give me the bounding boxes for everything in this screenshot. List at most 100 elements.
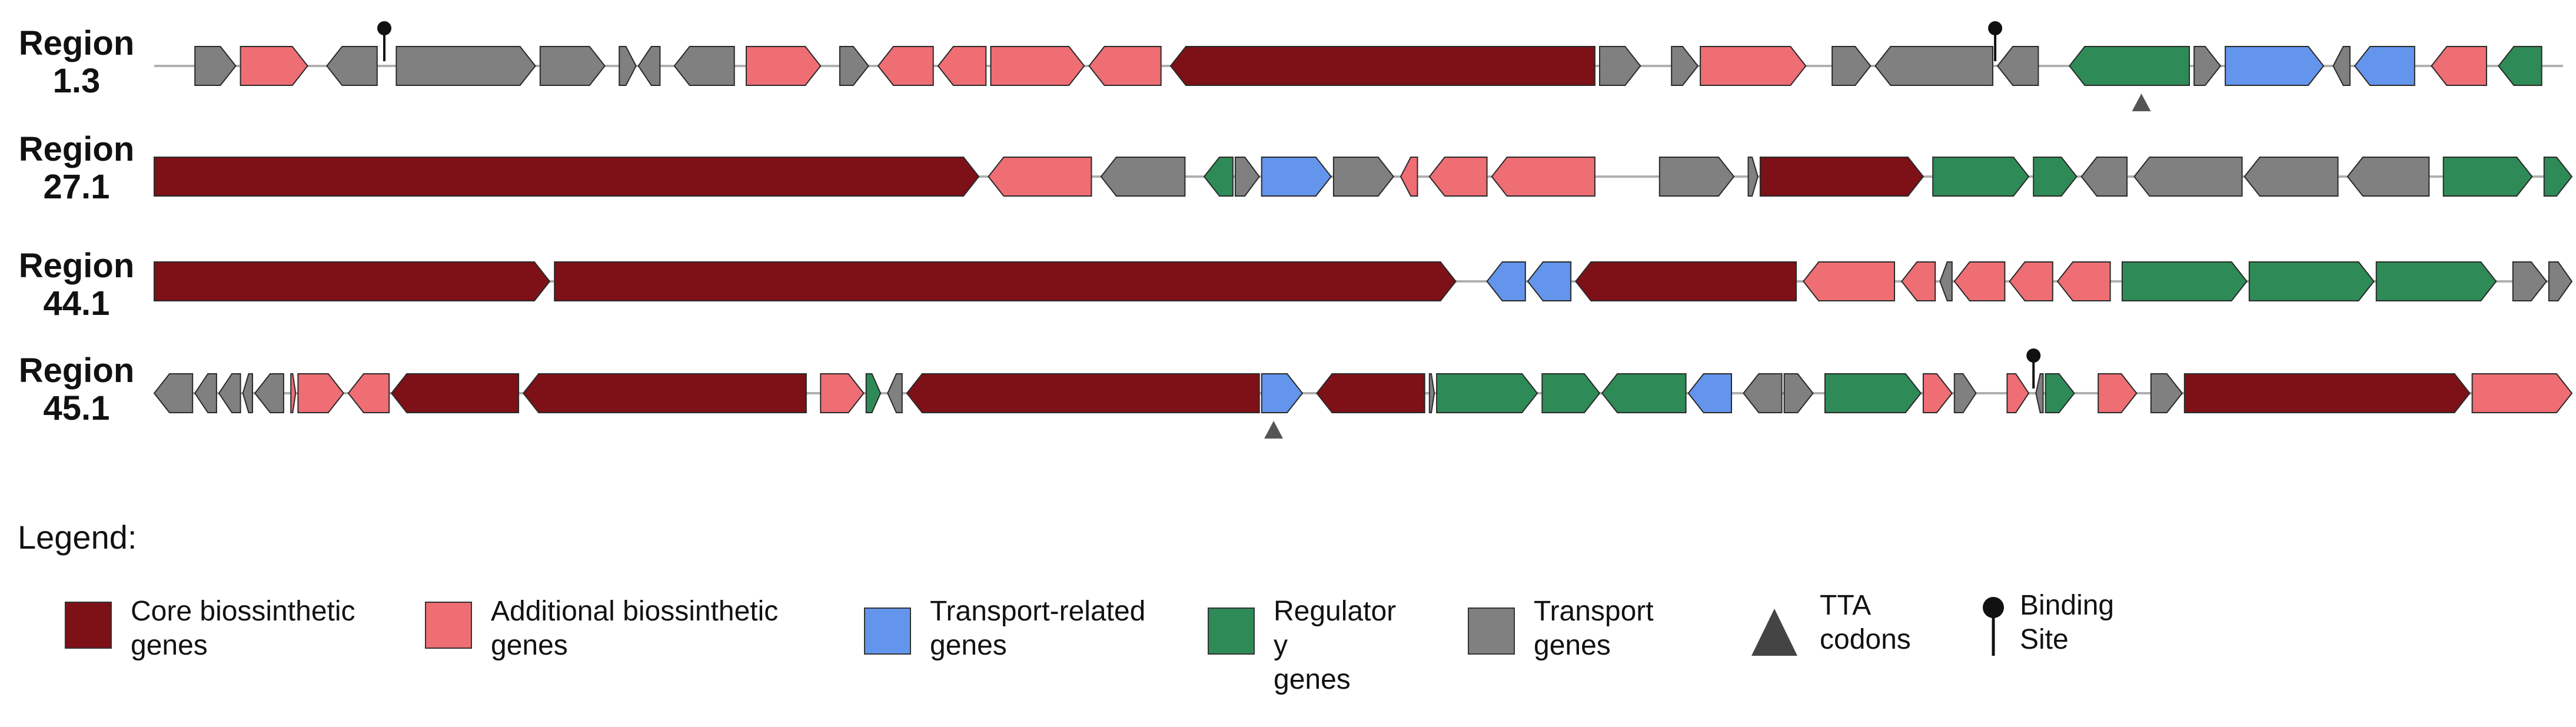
gene-arrow-additional <box>290 373 297 413</box>
gene-arrow-transport <box>2035 373 2044 413</box>
gene-arrow-regulatory <box>1436 373 1538 413</box>
legend-label-tta: TTA codons <box>1820 589 1911 657</box>
gene-arrow-additional <box>240 46 308 86</box>
gene-arrow-transport <box>1832 46 1872 86</box>
gene-arrow-additional <box>1700 46 1807 86</box>
region-label-number: 44.1 <box>43 284 110 323</box>
gene-arrow-transport <box>673 46 735 86</box>
legend-swatch-regulatory <box>1208 608 1255 655</box>
gene-arrow-transport <box>1747 157 1759 197</box>
gene-arrow-additional <box>988 157 1092 197</box>
gene-arrow-transport <box>194 46 237 86</box>
gene-arrow-additional <box>1953 261 2006 301</box>
gene-arrow-transport <box>1234 157 1260 197</box>
gene-arrow-regulatory <box>1203 157 1234 197</box>
gene-arrow-transport <box>1874 46 1993 86</box>
gene-arrow-transport-related <box>1261 157 1332 197</box>
gene-arrow-additional <box>1802 261 1895 301</box>
legend-text-line: codons <box>1820 624 1911 655</box>
gene-arrow-transport <box>242 373 253 413</box>
gene-arrow-core <box>522 373 807 413</box>
gene-arrow-regulatory <box>2442 157 2533 197</box>
legend-text-line: Transport-related <box>930 596 1146 627</box>
gene-arrow-transport <box>2548 261 2573 301</box>
gene-arrow-core <box>154 261 551 301</box>
gene-arrow-additional <box>2056 261 2111 301</box>
gene-arrow-transport <box>637 46 661 86</box>
gene-arrow-core <box>1575 261 1797 301</box>
gene-arrow-transport <box>2150 373 2183 413</box>
gene-arrow-core <box>1169 46 1596 86</box>
gene-arrow-additional <box>877 46 934 86</box>
gene-arrow-regulatory <box>2498 46 2542 86</box>
legend-text-line: genes <box>1274 664 1351 695</box>
gene-arrow-transport <box>619 46 637 86</box>
gene-arrow-additional <box>1922 373 1953 413</box>
gene-arrow-transport <box>1658 157 1735 197</box>
legend-label-core: Core biossinthetic genes <box>131 595 355 663</box>
gene-arrow-core <box>390 373 520 413</box>
binding-site-marker <box>1988 21 2003 61</box>
region-label-45-1: Region 45.1 <box>6 352 147 427</box>
gene-arrow-additional <box>297 373 345 413</box>
legend-swatch-additional <box>425 602 472 649</box>
gene-arrow-regulatory <box>2033 157 2078 197</box>
gene-arrow-additional <box>1428 157 1488 197</box>
gene-arrow-transport <box>1953 373 1977 413</box>
gene-arrow-additional <box>746 46 822 86</box>
gene-arrow-additional <box>1400 157 1418 197</box>
gene-arrow-regulatory <box>2121 261 2248 301</box>
region-label-word: Region <box>18 351 135 390</box>
gene-arrow-transport <box>2512 261 2548 301</box>
gene-arrow-core <box>2183 373 2471 413</box>
region-track <box>153 348 2573 439</box>
legend-text-line: Core biossinthetic <box>131 596 355 627</box>
gene-arrow-transport-related <box>2225 46 2325 86</box>
gene-arrow-core <box>554 261 1457 301</box>
gene-arrow-core <box>154 157 980 197</box>
gene-arrow-transport-related <box>2354 46 2415 86</box>
legend-swatch-transport <box>1468 608 1515 655</box>
legend-text-line: TTA <box>1820 590 1872 621</box>
tta-codon-marker <box>2132 94 2151 111</box>
binding-site-marker <box>2026 348 2041 389</box>
legend-text-line: Site <box>2020 624 2069 655</box>
gene-arrow-additional <box>2431 46 2487 86</box>
gene-arrow-regulatory <box>1824 373 1922 413</box>
legend-text-line: genes <box>131 630 208 661</box>
gene-arrow-transport <box>1100 157 1186 197</box>
gene-arrow-transport <box>2080 157 2128 197</box>
gene-arrow-regulatory <box>2375 261 2497 301</box>
region-label-number: 27.1 <box>43 168 110 206</box>
gene-arrow-additional <box>2009 261 2053 301</box>
gene-arrow-transport <box>2346 157 2430 197</box>
binding-site-icon <box>1983 597 2004 656</box>
gene-arrow-regulatory <box>1601 373 1687 413</box>
gene-arrow-transport-related <box>1261 373 1304 413</box>
legend-label-binding: Binding Site <box>2020 589 2114 657</box>
legend-label-additional: Additional biossinthetic genes <box>491 595 778 663</box>
legend-text-line: genes <box>930 630 1007 661</box>
legend-text-line: y <box>1274 630 1288 661</box>
gene-arrow-transport <box>1428 373 1435 413</box>
region-label-27-1: Region 27.1 <box>6 131 147 206</box>
tta-codon-marker <box>1264 421 1284 439</box>
gene-arrow-regulatory <box>2069 46 2190 86</box>
legend-text-line: genes <box>491 630 568 661</box>
gene-arrow-regulatory <box>2543 157 2573 197</box>
region-label-number: 1.3 <box>52 62 101 100</box>
region-track <box>154 157 2573 197</box>
gene-arrow-transport <box>1671 46 1699 86</box>
gene-arrow-transport <box>326 46 378 86</box>
gene-arrow-core <box>1316 373 1425 413</box>
gene-arrow-additional <box>2471 373 2573 413</box>
region-label-word: Region <box>18 24 135 62</box>
gene-arrow-transport <box>887 373 903 413</box>
gene-arrow-additional <box>1088 46 1162 86</box>
gene-arrow-additional <box>990 46 1085 86</box>
region-label-1-3: Region 1.3 <box>6 25 147 100</box>
gene-arrow-transport <box>194 373 217 413</box>
gene-arrow-additional <box>1900 261 1936 301</box>
gene-arrow-transport-related <box>1486 261 1526 301</box>
